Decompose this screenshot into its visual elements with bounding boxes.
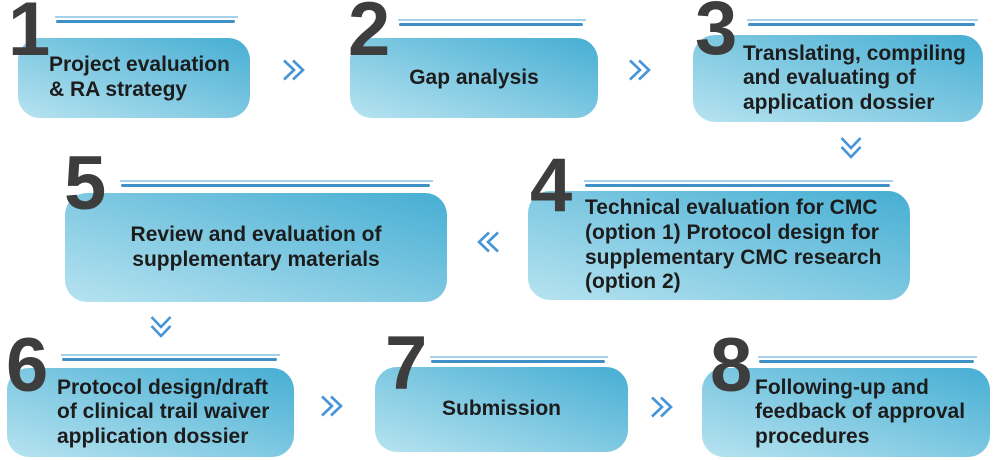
rule-light-line bbox=[398, 19, 586, 21]
step-5-number: 5 bbox=[64, 141, 106, 226]
double-chevron-right-icon bbox=[318, 393, 344, 419]
step-1-box: Project evaluation & RA strategy bbox=[18, 38, 250, 118]
step-6-number: 6 bbox=[6, 323, 48, 408]
step-8-label: Following-up and feedback of approval pr… bbox=[755, 375, 966, 448]
rule-dark-line bbox=[56, 20, 235, 23]
step-3-box: Translating, compiling and evaluating of… bbox=[693, 35, 983, 122]
step-4-box: Technical evaluation for CMC (option 1) … bbox=[528, 191, 910, 300]
step-5-label: Review and evaluation of supplementary m… bbox=[130, 222, 382, 271]
step-1-label: Project evaluation & RA strategy bbox=[49, 53, 230, 101]
step-5-box: Review and evaluation of supplementary m… bbox=[65, 193, 447, 302]
step-2-rule bbox=[398, 19, 586, 26]
step-8-rule bbox=[758, 356, 977, 363]
step-4-rule bbox=[584, 180, 893, 187]
step-4-label: Technical evaluation for CMC (option 1) … bbox=[585, 196, 882, 294]
step-7-label: Submission bbox=[441, 397, 562, 421]
step-7-rule bbox=[430, 356, 608, 363]
rule-light-line bbox=[55, 16, 238, 18]
rule-light-line bbox=[61, 354, 280, 356]
step-6-rule bbox=[61, 354, 280, 361]
double-chevron-right-icon bbox=[626, 57, 652, 83]
step-3-number: 3 bbox=[695, 0, 737, 71]
step-8-number: 8 bbox=[710, 323, 752, 408]
step-7-box: Submission bbox=[375, 367, 628, 452]
rule-light-line bbox=[584, 180, 893, 182]
step-3-rule bbox=[747, 19, 978, 26]
step-7-number: 7 bbox=[385, 321, 427, 406]
step-2-label: Gap analysis bbox=[409, 65, 539, 89]
step-1-number: 1 bbox=[8, 0, 50, 72]
rule-dark-line bbox=[399, 23, 583, 26]
step-5-rule bbox=[120, 180, 433, 187]
rule-dark-line bbox=[431, 360, 605, 363]
step-1-rule bbox=[55, 16, 238, 23]
rule-dark-line bbox=[62, 358, 277, 361]
step-2-number: 2 bbox=[348, 0, 390, 72]
rule-dark-line bbox=[748, 23, 975, 26]
rule-dark-line bbox=[585, 184, 890, 187]
double-chevron-down-icon bbox=[838, 134, 864, 160]
double-chevron-down-icon bbox=[148, 313, 174, 339]
step-4-number: 4 bbox=[530, 143, 572, 228]
double-chevron-left-icon bbox=[476, 229, 502, 255]
rule-dark-line bbox=[121, 184, 430, 187]
step-3-label: Translating, compiling and evaluating of… bbox=[743, 41, 966, 114]
rule-light-line bbox=[430, 356, 608, 358]
double-chevron-right-icon bbox=[648, 394, 674, 420]
step-6-box: Protocol design/draft of clinical trail … bbox=[7, 368, 294, 457]
rule-light-line bbox=[758, 356, 977, 358]
step-8-box: Following-up and feedback of approval pr… bbox=[702, 368, 990, 457]
step-2-box: Gap analysis bbox=[350, 38, 598, 118]
rule-light-line bbox=[747, 19, 978, 21]
step-6-label: Protocol design/draft of clinical trail … bbox=[57, 375, 270, 448]
rule-dark-line bbox=[759, 360, 974, 363]
rule-light-line bbox=[120, 180, 433, 182]
double-chevron-right-icon bbox=[280, 57, 306, 83]
